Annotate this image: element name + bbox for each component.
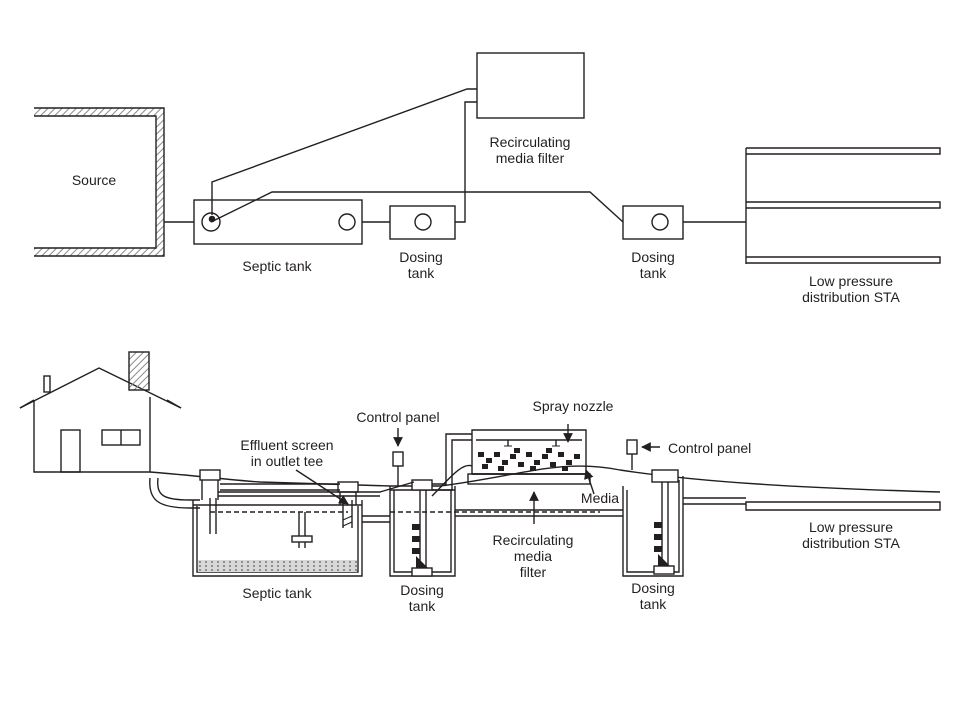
house bbox=[19, 351, 182, 473]
source-label: Source bbox=[71, 172, 117, 188]
pump-line-to-sta bbox=[683, 497, 746, 505]
plan-low-pressure-sta bbox=[745, 147, 941, 264]
profile-low-pressure-sta bbox=[745, 501, 941, 511]
profile-septic-tank bbox=[192, 469, 363, 577]
plan-pipes bbox=[208, 88, 746, 223]
filter-drain-pipe bbox=[455, 509, 623, 517]
building-sewer bbox=[149, 477, 200, 509]
profile-dosing-tank-1 bbox=[389, 479, 456, 577]
ground-surface bbox=[149, 465, 941, 493]
media-label: Media bbox=[580, 490, 620, 506]
plan-source-building bbox=[34, 107, 165, 257]
septic-outlet-pipe bbox=[362, 515, 390, 523]
plan-recirculating-media-filter bbox=[476, 52, 585, 119]
profile-recirculating-media-filter bbox=[467, 424, 595, 524]
profile-dosing-tank-2 bbox=[622, 469, 684, 577]
plan-dosing-tank-2 bbox=[622, 205, 684, 240]
spray-nozzle-label: Spray nozzle bbox=[532, 398, 614, 414]
pump-line-to-filter bbox=[432, 433, 472, 491]
control-panel-1-label: Control panel bbox=[356, 409, 440, 425]
control-panel-1 bbox=[392, 428, 404, 486]
plan-septic-tank bbox=[193, 199, 363, 245]
control-panel-2-label: Control panel bbox=[668, 440, 752, 456]
plan-dosing-tank-1 bbox=[389, 205, 456, 240]
control-panel-2 bbox=[626, 439, 660, 470]
profile-filter-label: Recirculating media filter bbox=[492, 532, 574, 580]
filter-return-pipe bbox=[218, 481, 415, 497]
septic-tank-label: Septic tank bbox=[242, 258, 312, 274]
profile-septic-tank-label: Septic tank bbox=[242, 585, 312, 601]
